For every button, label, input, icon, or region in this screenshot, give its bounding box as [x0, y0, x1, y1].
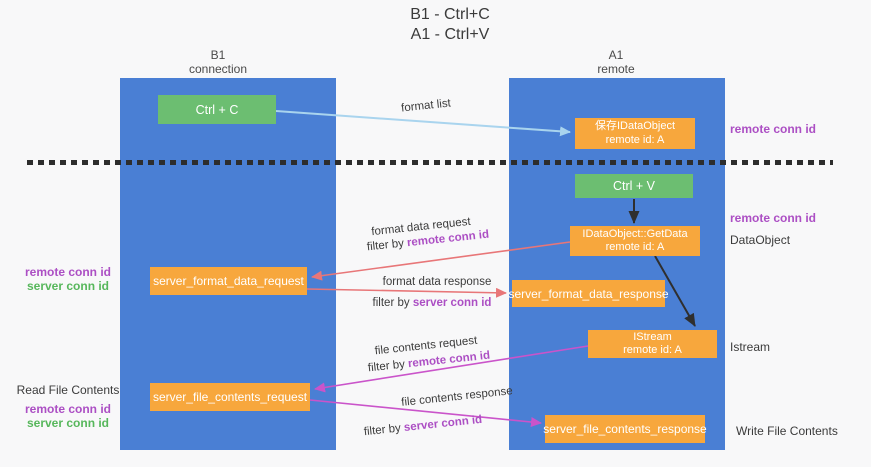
node-ctrl-c: Ctrl + C	[158, 95, 276, 124]
label-server-conn-id-key: server conn id	[412, 297, 492, 309]
column-header-a1: A1 remote	[506, 48, 726, 76]
node-server-format-data-response: server_format_data_response	[508, 280, 669, 307]
label-filter-server-conn-id-1: filter by server conn id	[373, 297, 492, 309]
column-header-b1: B1 connection	[108, 48, 328, 76]
node-save-idataobject-line2: remote id: A	[605, 133, 665, 146]
node-server-file-contents-response: server_file_contents_response	[543, 415, 707, 443]
node-save-idataobject-line1: 保存IDataObject	[594, 120, 676, 132]
label-write-file-contents: Write File Contents	[736, 424, 838, 438]
label-read-file-contents: Read File Contents	[16, 383, 120, 397]
label-format-data-response: format data response	[382, 276, 492, 288]
node-server-file-contents-request: server_file_contents_request	[150, 383, 310, 411]
column-a1-name: A1	[608, 48, 624, 62]
node-istream: IStream remote id: A	[588, 330, 717, 358]
label-right-remote-conn-id-top: remote conn id	[730, 122, 817, 136]
label-remote-conn-id-key: remote conn id	[407, 349, 491, 371]
diagram-title-line2: A1 - Ctrl+V	[410, 26, 490, 43]
node-ctrl-v-label: Ctrl + V	[612, 179, 656, 193]
label-filter-prefix: filter by	[372, 297, 413, 309]
node-server-file-contents-response-label: server_file_contents_response	[543, 422, 707, 436]
label-left-remote-conn-id-1: remote conn id	[24, 265, 111, 279]
node-ctrl-c-label: Ctrl + C	[195, 102, 239, 117]
node-server-format-data-request: server_format_data_request	[150, 267, 307, 295]
label-filter-prefix: filter by	[363, 422, 405, 439]
label-filter-prefix: filter by	[366, 237, 408, 254]
node-istream-line2: remote id: A	[623, 344, 682, 356]
column-a1-role: remote	[597, 62, 635, 76]
label-file-contents-response: file contents response	[400, 385, 514, 409]
node-save-idataobject: 保存IDataObject remote id: A	[575, 118, 695, 149]
label-left-server-conn-id-2: server conn id	[26, 416, 110, 430]
node-idataobject-getdata: IDataObject::GetData remote id: A	[570, 226, 700, 256]
label-server-conn-id-key: server conn id	[403, 413, 483, 434]
node-server-format-data-response-label: server_format_data_response	[508, 286, 669, 301]
node-idataobject-getdata-line1: IDataObject::GetData	[582, 227, 688, 240]
label-format-list: format list	[400, 97, 452, 115]
label-istream: Istream	[730, 340, 771, 354]
diagram-title-line1: B1 - Ctrl+C	[410, 6, 490, 23]
dashed-separator-line	[27, 160, 833, 165]
column-b1-name: B1	[210, 48, 226, 62]
node-server-file-contents-request-label: server_file_contents_request	[152, 390, 308, 404]
label-filter-prefix: filter by	[367, 358, 409, 375]
label-left-server-conn-id-1: server conn id	[26, 279, 110, 293]
label-right-remote-conn-id-mid: remote conn id	[730, 211, 817, 225]
label-dataobject: DataObject	[730, 233, 791, 247]
node-idataobject-getdata-line2: remote id: A	[605, 241, 665, 253]
node-server-format-data-request-label: server_format_data_request	[153, 274, 304, 288]
arrow-format-data-response	[306, 287, 507, 298]
label-filter-server-conn-id-2: filter by server conn id	[363, 414, 482, 438]
diagram-title: B1 - Ctrl+C A1 - Ctrl+V	[330, 5, 570, 45]
column-b1-role: connection	[188, 62, 248, 76]
node-istream-line1: IStream	[633, 330, 672, 343]
node-ctrl-v: Ctrl + V	[575, 174, 693, 198]
label-left-remote-conn-id-2: remote conn id	[24, 402, 111, 416]
